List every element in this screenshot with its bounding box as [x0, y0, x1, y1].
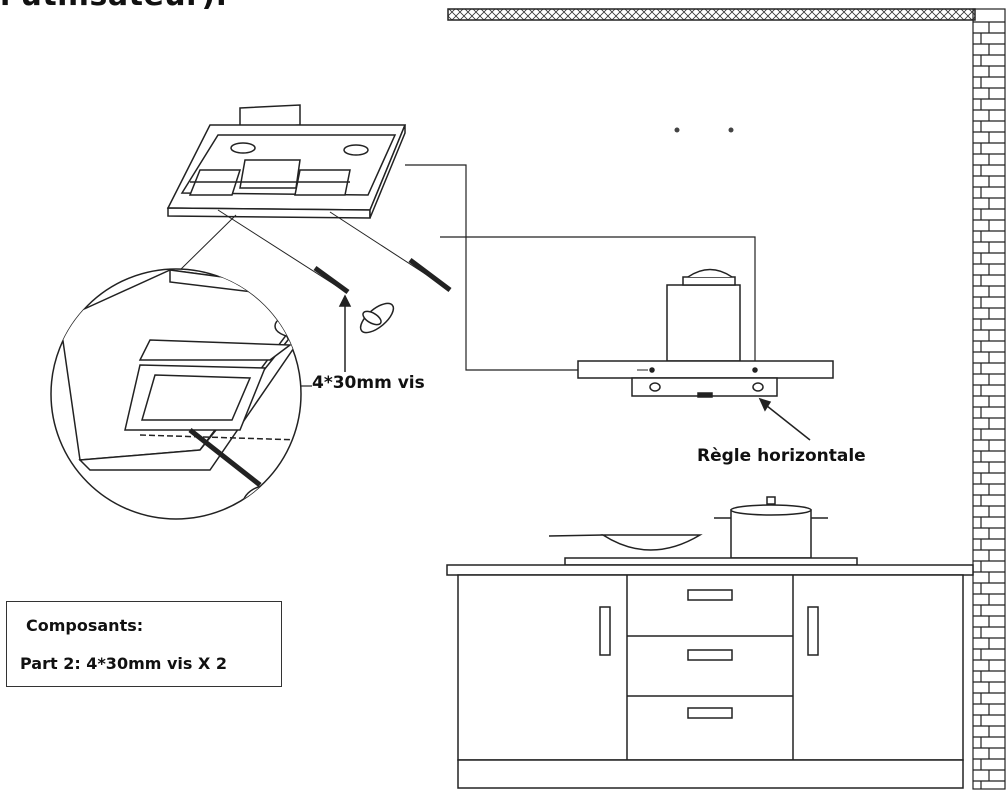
components-box: Composants: Part 2: 4*30mm vis X 2 [6, 601, 282, 687]
ceiling [447, 8, 976, 21]
wall-mounting-holes [674, 127, 734, 133]
screw-and-anchor-set [217, 209, 452, 334]
brick-wall [972, 8, 1006, 790]
level-label: Règle horizontale [697, 446, 866, 466]
screw-size-label: 4*30mm vis [312, 373, 425, 393]
components-title: Composants: [26, 616, 144, 635]
hood-perspective-view [166, 104, 407, 219]
partial-instruction-text: l'utilisateur). [0, 0, 228, 13]
screw-callout-arrow [338, 294, 352, 372]
magnified-detail-circle [50, 214, 312, 520]
level-callout-arrow [758, 397, 811, 441]
installation-guide-lines [405, 164, 756, 371]
cookware [548, 496, 828, 559]
kitchen-counter [446, 557, 974, 789]
installed-range-hood [577, 268, 834, 398]
components-part-line: Part 2: 4*30mm vis X 2 [20, 654, 228, 673]
